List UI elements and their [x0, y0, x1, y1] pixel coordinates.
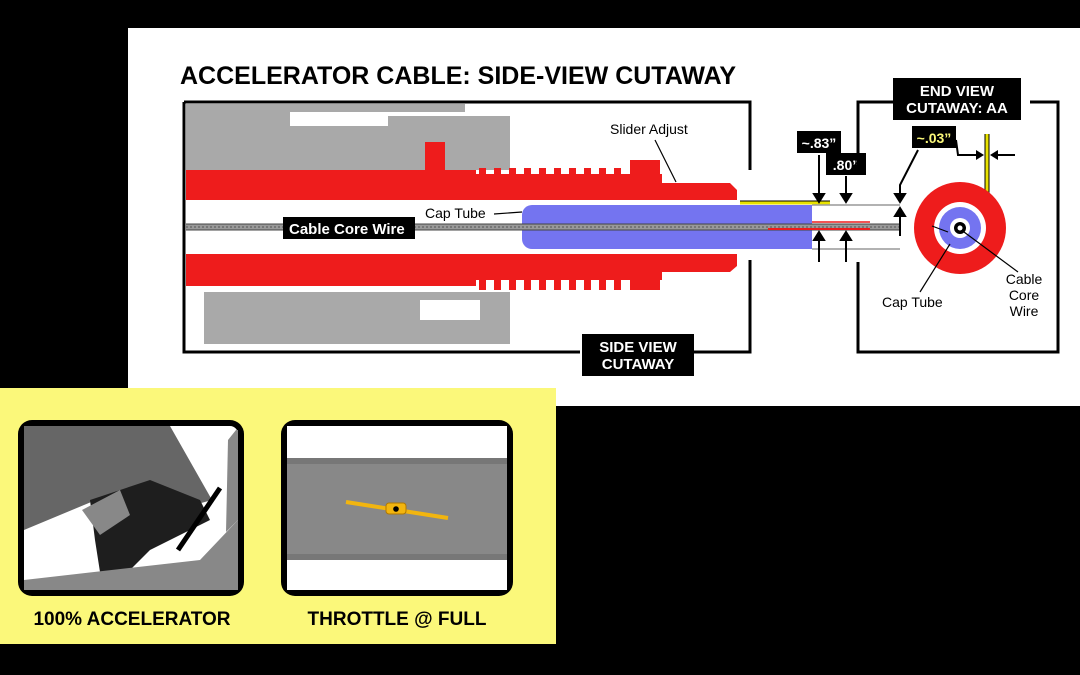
red-fins-top [479, 168, 621, 178]
throttle-caption: THROTTLE @ FULL [308, 609, 487, 630]
floor [24, 520, 238, 590]
gray-fitting-edge [390, 120, 398, 170]
dim-83-label: ~.83” [802, 135, 837, 151]
end-cap-tube-leader [919, 243, 951, 293]
slider-adjust-label: Slider Adjust [610, 121, 688, 137]
pedal-icon [175, 486, 223, 552]
cable-core-wire-label: Cable Core Wire [289, 221, 405, 238]
accelerator-illustration [18, 420, 244, 596]
side-view-tag [582, 334, 694, 376]
dim-80-tag [826, 153, 866, 175]
end-view-tag [893, 78, 1021, 120]
diagram-title: ACCELERATOR CABLE: SIDE-VIEW CUTAWAY [180, 62, 736, 90]
side-view-tag-line1: SIDE VIEW [599, 339, 677, 356]
end-cap-tube-label: Cap Tube [882, 294, 943, 310]
gray-fitting-bottom [204, 292, 510, 344]
slider-adjust-leader [654, 139, 677, 183]
red-housing-bottom [186, 254, 737, 290]
red-fins-bottom [479, 278, 621, 290]
end-core-wire-line2: Core [1009, 287, 1040, 303]
cable-core-wire-tag [283, 217, 415, 239]
gray-fitting-top [186, 104, 510, 170]
end-core-wire-leader [963, 231, 1019, 273]
throttle-illustration [281, 420, 513, 596]
end-view-tag-line1: END VIEW [920, 83, 995, 100]
accelerator-caption: 100% ACCELERATOR [33, 609, 230, 630]
cap-tube-label: Cap Tube [425, 205, 486, 221]
end-view-tag-line2: CUTAWAY: AA [906, 100, 1008, 117]
dim-03-tag [912, 126, 956, 148]
end-core-wire-line3: Wire [1010, 303, 1039, 319]
dimension-arrows [812, 149, 919, 262]
end-view-frame [856, 100, 1060, 354]
cap-tube-leader [493, 211, 523, 215]
side-view-frame [182, 100, 752, 354]
red-housing-top [186, 142, 737, 200]
end-core-wire-line1: Cable [1006, 271, 1043, 287]
dim-03-label: ~.03” [917, 130, 952, 146]
dim-83-tag [797, 131, 841, 153]
side-view-tag-line2: CUTAWAY [602, 356, 675, 373]
dim-80-label: .80” [833, 157, 859, 173]
